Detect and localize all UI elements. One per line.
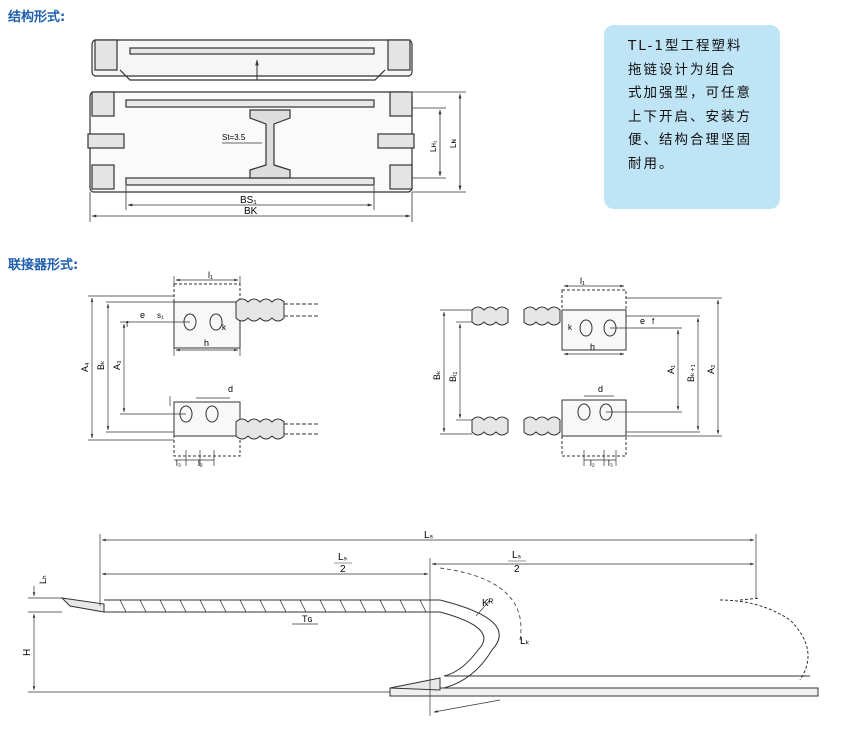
bk-label: BK xyxy=(244,206,258,217)
chain-cross-section xyxy=(87,39,415,193)
left-d-label: d xyxy=(228,384,233,394)
lh1-label: Lʜ₁ xyxy=(429,140,438,152)
right-a2-label: A₂ xyxy=(706,364,716,374)
left-s1-label: s₁ xyxy=(157,311,164,320)
left-l3-label: l₃ xyxy=(176,459,181,468)
right-bi1-label: Bᵢ₁ xyxy=(448,372,458,382)
note-line: 便、结构合理坚固 xyxy=(628,132,752,148)
ls-half-right-label: Lₛ xyxy=(512,550,522,561)
connector-left-drawing xyxy=(88,276,320,457)
right-bk-label: Bₖ xyxy=(432,370,442,380)
note-line: 拖链设计为组合 xyxy=(628,61,737,78)
lh-label: Lₕ xyxy=(38,575,48,584)
right-l3-label: l₃ xyxy=(608,459,613,468)
right-k-label: k xyxy=(568,323,573,332)
note-line: 式加强型，可任意 xyxy=(628,85,752,101)
two-right-label: 2 xyxy=(514,564,520,575)
left-l1-label: l₁ xyxy=(208,270,213,280)
description-note: TL-1型工程塑料 拖链设计为组合 式加强型，可任意 上下开启、安装方 便、结构… xyxy=(604,25,780,209)
st-label: St=3.5 xyxy=(222,133,246,142)
ls-half-left-label: Lₛ xyxy=(338,552,348,563)
note-line: 耐用。 xyxy=(628,155,675,172)
note-line: TL-1型工程塑料 xyxy=(628,38,743,54)
note-line: 上下开启、安装方 xyxy=(628,108,752,125)
right-a1-label: A₁ xyxy=(666,365,676,374)
chain-links-upper xyxy=(119,599,427,613)
ln-label: Lɴ xyxy=(449,139,458,148)
two-left-label: 2 xyxy=(340,564,346,575)
left-h-label: h xyxy=(204,338,209,348)
right-h-label: h xyxy=(590,342,595,352)
ls-label: Lₛ xyxy=(424,530,434,541)
connector-right-drawing xyxy=(440,289,722,457)
right-d-label: d xyxy=(598,384,603,394)
right-f-label: f xyxy=(652,317,655,326)
right-l2-label: l₂ xyxy=(590,459,595,468)
left-f-label: f xyxy=(126,320,129,329)
lk-label: Lₖ xyxy=(520,636,530,647)
chain-side-view xyxy=(60,567,819,697)
right-e-label: e xyxy=(640,316,645,326)
left-a3-label: A₃ xyxy=(112,360,122,370)
bs1-label: BS₁ xyxy=(240,195,257,206)
left-a4-label: A₄ xyxy=(80,362,90,372)
left-k-label: k xyxy=(222,323,227,332)
left-e-label: e xyxy=(140,310,145,320)
h-label: H xyxy=(22,649,33,656)
left-l2-label: l₂ xyxy=(198,459,203,468)
right-bk1-label: Bₖ₊₁ xyxy=(686,364,696,382)
right-l1-label: l₁ xyxy=(580,276,585,286)
connector-heading: 联接器形式: xyxy=(8,258,79,273)
kr-label: Kᴿ xyxy=(482,598,494,609)
left-bk-label: Bₖ xyxy=(96,360,106,370)
tg-label: Tɢ xyxy=(302,614,313,624)
structure-heading: 结构形式: xyxy=(8,10,66,25)
